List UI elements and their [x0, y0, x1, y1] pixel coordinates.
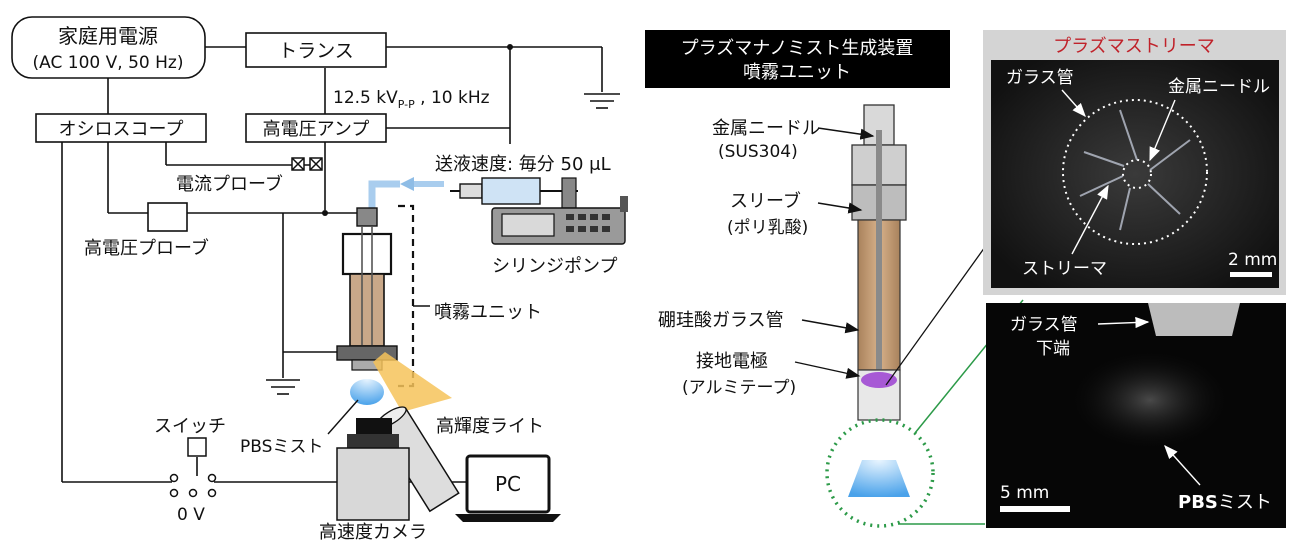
tube-end-image	[1148, 303, 1240, 336]
mist-cone	[848, 460, 910, 497]
pbs-mist-label: PBSミスト	[240, 437, 323, 457]
spray-unit-bracket	[398, 204, 415, 388]
photo-streamer-label: ストリーマ	[1022, 259, 1107, 279]
hv-amp-label: 高電圧アンプ	[263, 119, 370, 140]
current-probe-label: 電流プローブ	[176, 173, 283, 195]
streamer-photo	[991, 60, 1279, 288]
hv-amp-box	[245, 113, 387, 143]
scale-5mm-bar	[1000, 506, 1070, 512]
photo-pbs-mist-label: PBSミスト	[1178, 492, 1272, 513]
glass-tube-outline	[1062, 99, 1208, 245]
mist-cloud	[1070, 350, 1230, 450]
spray-unit-icon	[336, 207, 398, 371]
syringe-pump-label: シリンジポンプ	[492, 256, 617, 277]
device-title-line2: 噴霧ユニット	[743, 62, 851, 83]
device-title-line1: プラズマナノミスト生成装置	[681, 38, 914, 59]
hv-probe-box	[147, 202, 188, 232]
circuit-wires	[61, 46, 603, 483]
zoom-circle	[825, 418, 935, 528]
light-beam	[373, 352, 452, 412]
current-probe-icon	[291, 157, 323, 171]
oscilloscope-box	[35, 113, 207, 143]
liquid-tube	[368, 180, 400, 215]
pbs-mist-drop	[350, 379, 384, 405]
high-light-label: 高輝度ライト	[436, 416, 544, 437]
scale-2mm-bar	[1230, 272, 1272, 277]
circuit-diagram: 家庭用電源 (AC 100 V, 50 Hz) トランス 12.5 kVP-P …	[11, 16, 628, 540]
spray-unit-detail: プラズマナノミスト生成装置 噴霧ユニット 金属ニードル (SUS304) スリー…	[645, 30, 1024, 528]
camera-icon	[336, 418, 410, 521]
pc-icon	[455, 454, 561, 522]
zero-volt-label: 0 V	[177, 505, 205, 525]
voltage-spec: 12.5 kVP-P , 10 kHz	[333, 88, 490, 111]
transformer-box	[245, 32, 387, 68]
sleeve-label: スリーブ	[730, 190, 801, 212]
power-source-box	[11, 16, 206, 79]
needle-label: 金属ニードル	[712, 118, 820, 139]
flow-rate-label: 送液速度: 毎分 50 μL	[435, 154, 611, 175]
needle-outline	[1122, 159, 1152, 189]
mist-photo-panel: ガラス管 下端 5 mm PBSミスト	[986, 303, 1286, 528]
ground-symbol-top	[584, 93, 620, 109]
switch-contacts	[169, 473, 217, 498]
zoom-line-streamer	[885, 239, 991, 386]
oscilloscope-label: オシロスコープ	[59, 119, 184, 140]
ground-electrode-material: (アルミテープ)	[682, 378, 796, 398]
switch-box	[187, 437, 207, 457]
sleeve-material: (ポリ乳酸)	[727, 218, 808, 238]
tube-end-label-2: 下端	[1036, 339, 1070, 359]
scale-2mm-label: 2 mm	[1228, 250, 1277, 270]
glass-tube-label: 硼珪酸ガラス管	[658, 310, 784, 331]
syringe-pump-icon	[450, 177, 628, 245]
ground-electrode-label: 接地電極	[696, 351, 768, 372]
tube-end-label-1: ガラス管	[1010, 315, 1078, 335]
needle-material: (SUS304)	[718, 142, 798, 162]
streamer-title: プラズマストリーマ	[1053, 36, 1215, 57]
pc-label: PC	[495, 472, 521, 496]
streamer-photo-panel: プラズマストリーマ ガラス管 金属ニードル ストリーマ 2 mm	[983, 30, 1286, 295]
power-source-label: 家庭用電源	[58, 24, 158, 48]
photo-needle-label: 金属ニードル	[1168, 77, 1270, 97]
camera-label: 高速度カメラ	[319, 522, 427, 540]
scale-5mm-label: 5 mm	[1000, 483, 1049, 503]
hv-probe-label: 高電圧プローブ	[84, 237, 209, 259]
device-body	[851, 104, 907, 421]
power-source-spec: (AC 100 V, 50 Hz)	[33, 53, 184, 73]
device-title-box	[645, 30, 950, 88]
ground-symbol-bottom	[266, 379, 300, 395]
spray-unit-label: 噴霧ユニット	[434, 302, 542, 323]
photo-glass-tube-label: ガラス管	[1006, 68, 1074, 88]
transformer-label: トランス	[278, 40, 354, 62]
switch-label: スイッチ	[154, 416, 226, 437]
